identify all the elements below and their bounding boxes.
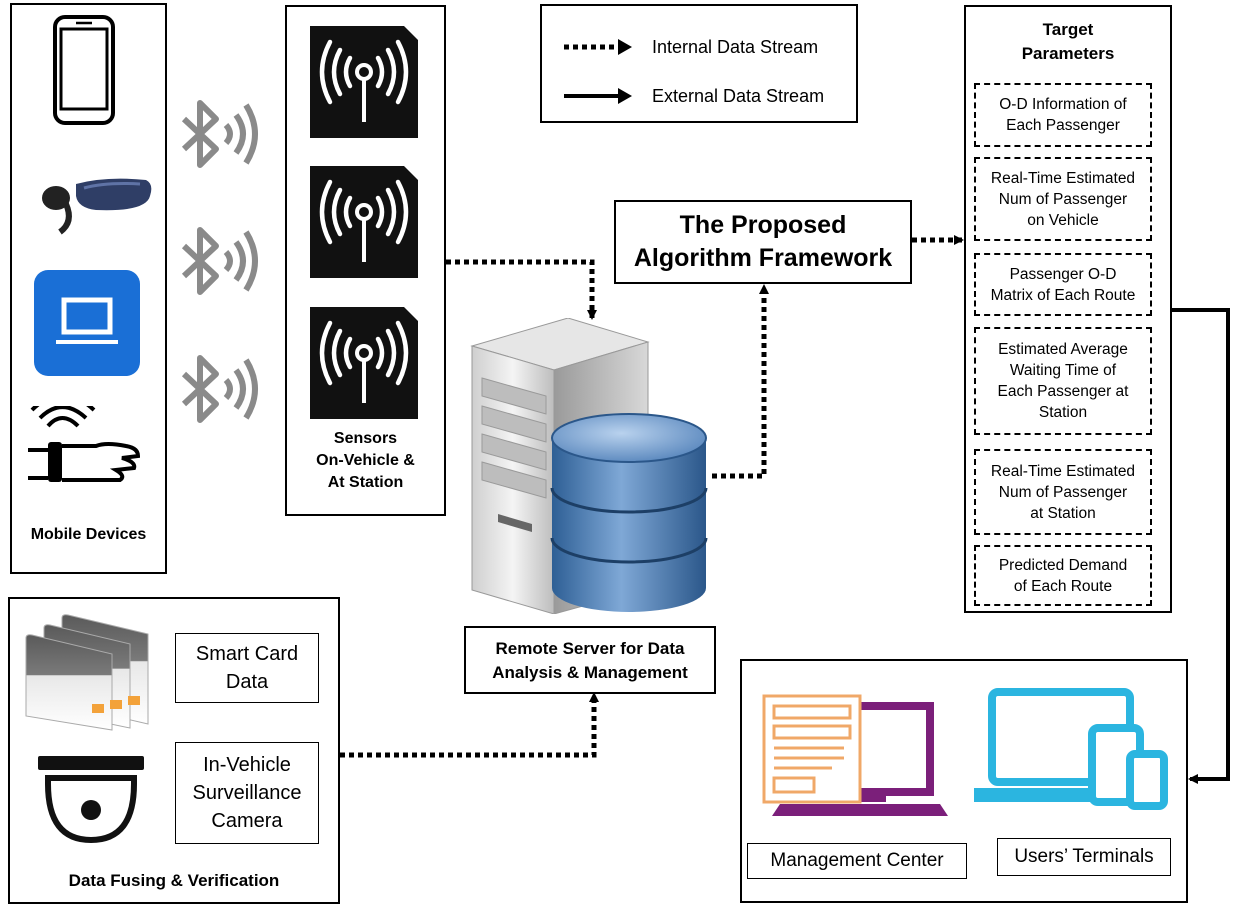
solid-arrow-icon xyxy=(564,88,632,104)
mobile-devices-caption: Mobile Devices xyxy=(30,526,147,543)
wireless-sensor-icon xyxy=(310,166,418,278)
smartphone-icon xyxy=(53,15,115,125)
surveillance-camera-icon xyxy=(38,756,144,844)
bluetooth-signal-icon xyxy=(181,355,258,423)
bluetooth-headset-icon xyxy=(42,178,152,235)
bluetooth-signal-icon xyxy=(181,100,258,168)
parameters-to-terminals-stream xyxy=(1172,308,1230,784)
database-icon xyxy=(550,413,708,612)
server-caption: Remote Server for Data Analysis & Manage… xyxy=(492,639,688,682)
fusing-to-server-stream xyxy=(340,692,599,758)
sensors-caption: Sensors On-Vehicle & At Station xyxy=(316,430,415,491)
multi-device-icon xyxy=(974,688,1168,810)
desktop-computer-icon xyxy=(762,694,948,816)
laptop-app-icon xyxy=(34,270,140,376)
smart-cards-icon xyxy=(25,614,149,731)
data-fusing-caption: Data Fusing & Verification xyxy=(68,871,280,890)
legend-external: External Data Stream xyxy=(562,84,824,108)
target-parameters-heading: Target Parameters xyxy=(1021,20,1115,63)
legend-internal: Internal Data Stream xyxy=(562,35,818,59)
algorithm-framework-box: The Proposed Algorithm Framework xyxy=(614,200,912,284)
management-center-label: Management Center xyxy=(747,843,967,879)
legend-box: Internal Data Stream External Data Strea… xyxy=(540,4,858,123)
sensors-to-server-stream xyxy=(446,259,597,320)
dotted-arrow-icon xyxy=(564,39,632,55)
wireless-sensor-icon xyxy=(310,26,418,138)
bluetooth-signal-icon xyxy=(181,227,258,295)
wearable-wristband-icon xyxy=(28,406,141,482)
users-terminals-label: Users’ Terminals xyxy=(997,838,1171,876)
server-caption-box: Remote Server for Data Analysis & Manage… xyxy=(464,626,716,694)
server-to-algorithm-stream xyxy=(712,284,769,479)
wireless-sensor-icon xyxy=(310,307,418,419)
